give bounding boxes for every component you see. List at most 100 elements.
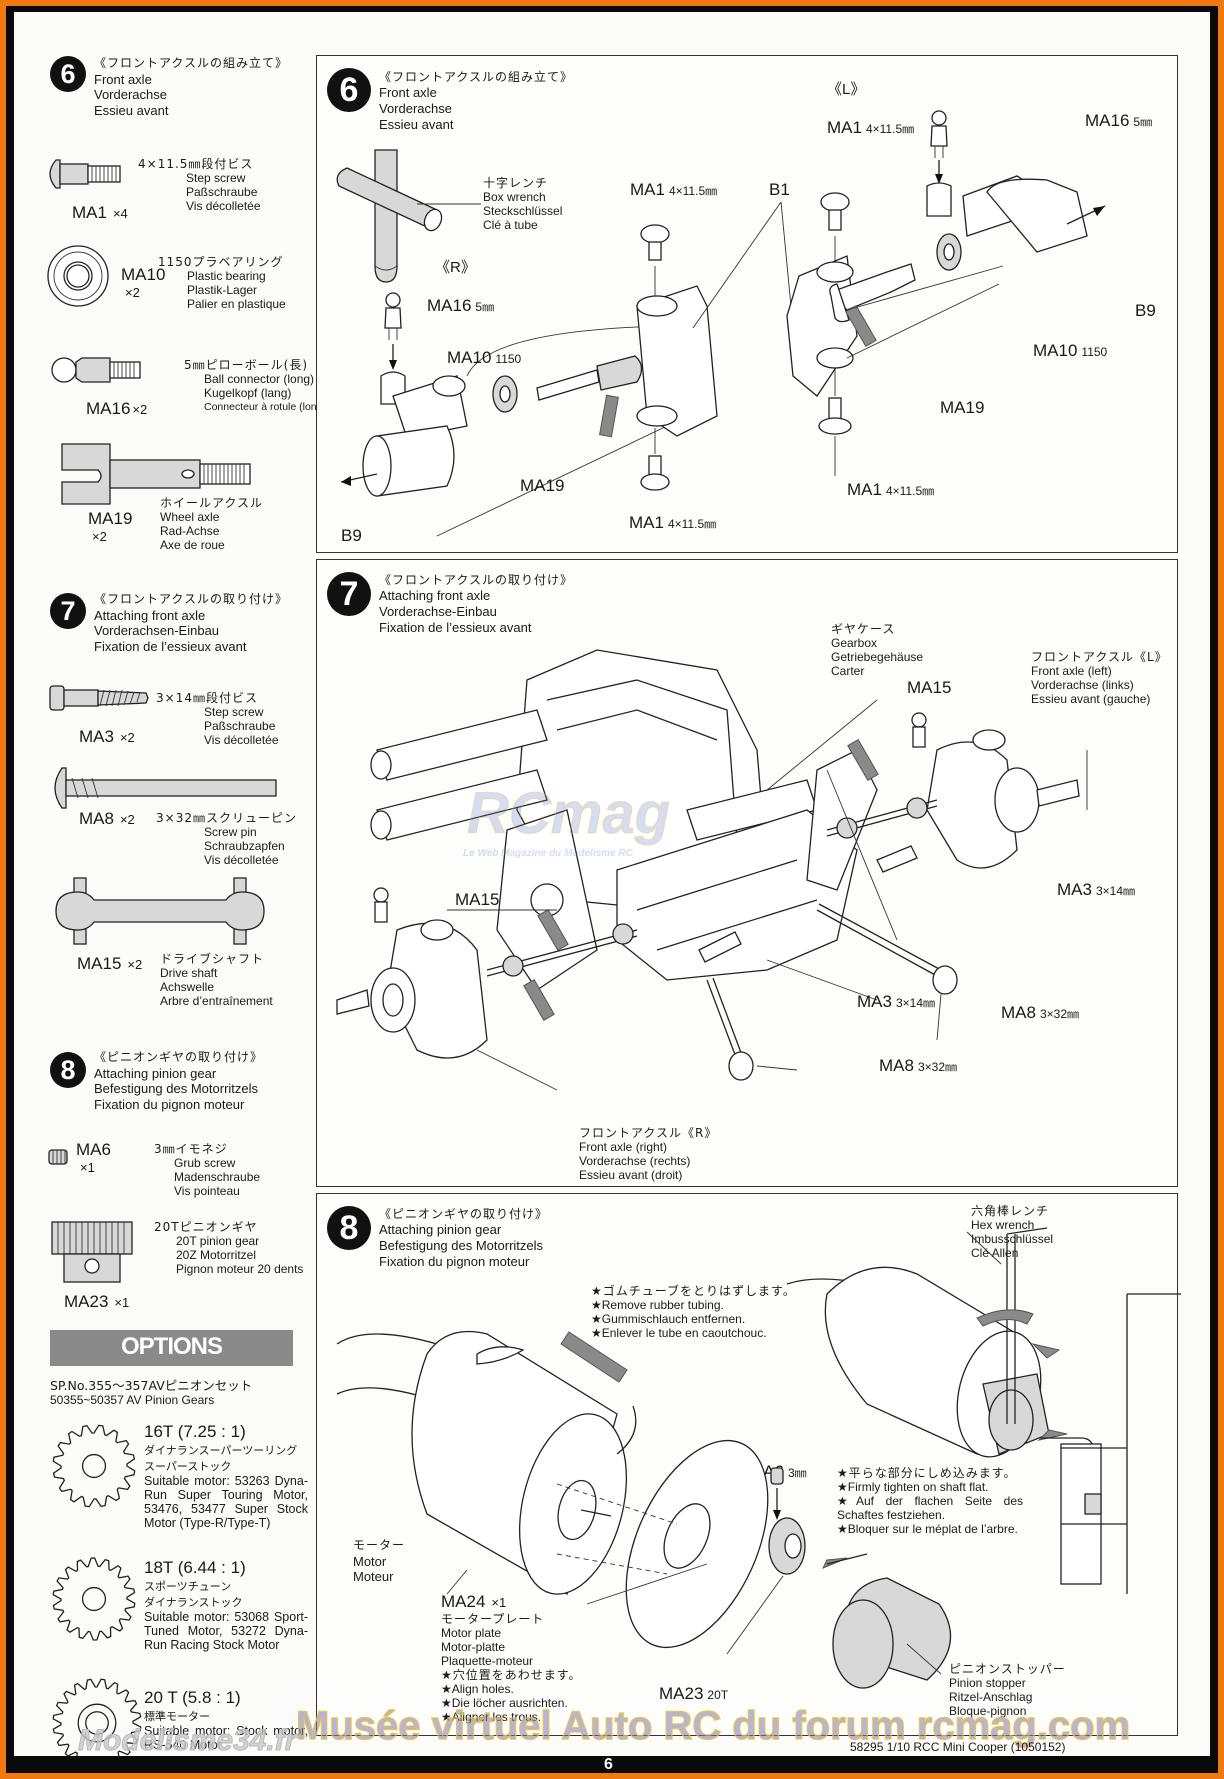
label-size: 4×11.5㎜ <box>885 484 935 498</box>
label-code: MA15 <box>907 678 952 697</box>
step8-sidebar-title: 《ピニオンギヤの取り付け》 Attaching pinion gear Befe… <box>94 1050 263 1112</box>
options-set-jp: SP.No.355～357AVピニオンセット <box>50 1378 253 1393</box>
motor-jp: モーター <box>353 1538 406 1552</box>
rcmag-watermark-logo: RCmag <box>466 781 671 847</box>
page-number: 6 <box>604 1756 613 1773</box>
hex-wrench-de: Imbusschlüssel <box>971 1232 1054 1246</box>
title-en: Attaching pinion gear <box>379 1222 502 1237</box>
part-name-fr: Vis décolletée <box>204 733 279 747</box>
option-gear-16t: 16T (7.25 : 1) ダイナランスーパーツーリング スーパーストック S… <box>144 1422 308 1530</box>
step8-title-fr: Fixation du pignon moteur <box>94 1096 245 1112</box>
gear-hub <box>81 1586 107 1612</box>
part-ma10-desc: 1150プラベアリング Plastic bearing Plastik-Lage… <box>158 255 286 311</box>
label-size: 3×32㎜ <box>1039 1007 1079 1021</box>
ball-connector-ma16-icon <box>51 357 141 383</box>
note-line: ★Enlever le tube en caoutchouc. <box>591 1326 767 1340</box>
part-name-en: 20T pinion gear <box>176 1234 260 1248</box>
label-size: 1150 <box>1081 345 1108 359</box>
step7-title-en: Attaching front axle <box>94 607 206 623</box>
label-size: 5㎜ <box>475 300 495 314</box>
tighten-note: ★平らな部分にしめ込みます。 ★Firmly tighten on shaft … <box>837 1466 1023 1536</box>
label-ma15-left: MA15 <box>907 678 951 698</box>
option-teeth: 16T (7.25 : 1) <box>144 1422 246 1441</box>
pinion-stopper-en: Pinion stopper <box>949 1676 1026 1690</box>
label-code: MA19 <box>520 476 565 495</box>
label-code: MA3 <box>1057 880 1092 899</box>
label-code: MA1 <box>847 480 882 499</box>
front-axle-left-label: フロントアクスル《L》 Front axle (left) Vorderachs… <box>1031 650 1168 706</box>
part-spec-jp: 4×11.5㎜段付ビス <box>138 157 254 171</box>
part-ma15-desc: ドライブシャフト Drive shaft Achswelle Arbre d’e… <box>160 952 273 1008</box>
title-en: Front axle <box>379 85 437 100</box>
part-code: MA16 <box>86 399 131 418</box>
part-name-fr: Palier en plastique <box>187 297 286 311</box>
label-code: MA10 <box>447 348 492 367</box>
label-code: MA1 <box>827 118 862 137</box>
option-jp1: 標準モーター <box>144 1710 210 1723</box>
option-desc: Suitable motor: 53263 Dyna-Run Super Tou… <box>144 1474 308 1530</box>
part-spec-jp: ドライブシャフト <box>160 952 265 966</box>
museum-watermark: Musée virtuel Auto RC du forum rcmag.com <box>295 1703 1131 1749</box>
gearbox-en: Gearbox <box>831 636 878 650</box>
pinion-stopper-de: Ritzel-Anschlag <box>949 1690 1033 1704</box>
label-code: MA8 <box>879 1056 914 1075</box>
gear-teeth-outline <box>52 1678 142 1756</box>
label-code: MA16 <box>427 296 472 315</box>
step7-title-de: Vorderachsen-Einbau <box>94 623 220 638</box>
step6-title-jp: 《フロントアクスルの組み立て》 <box>94 56 289 70</box>
label-size: 3×14㎜ <box>1095 884 1135 898</box>
part-spec-jp: 3×32㎜スクリューピン <box>156 811 297 825</box>
part-name-de: Rad-Achse <box>160 524 220 538</box>
label-ma19-r: MA19 <box>520 476 564 496</box>
options-heading: OPTIONS <box>50 1330 293 1366</box>
axle-right-jp: フロントアクスル《R》 <box>579 1126 718 1140</box>
title-jp: 《フロントアクスルの取り付け》 <box>379 573 574 587</box>
step6-panel-number-badge: 6 <box>327 68 371 112</box>
chassis-front-axle-diagram <box>336 649 1088 1091</box>
pinion-stopper-fr: Bloque-pignon <box>949 1704 1027 1718</box>
modelisme34-watermark: Modelisme34.fr <box>77 1724 297 1757</box>
label-ma15-right: MA15 <box>455 890 499 910</box>
part-qty: ×1 <box>491 1595 507 1610</box>
part-qty: ×2 <box>127 957 143 972</box>
label-code: B1 <box>769 180 790 199</box>
label-code: MA19 <box>940 398 985 417</box>
front-axle-left-diagram <box>786 110 1106 476</box>
title-fr: Fixation de l’essieux avant <box>379 620 532 635</box>
part-name-en: Grub screw <box>174 1156 236 1170</box>
part-name-en: Step screw <box>186 171 246 185</box>
part-qty: ×4 <box>112 206 128 221</box>
part-name-fr: Vis décolletée <box>204 853 279 867</box>
axle-right-fr: Essieu avant (droit) <box>579 1168 683 1182</box>
part-qty: ×2 <box>119 730 135 745</box>
gearbox-jp: ギヤケース <box>831 622 896 636</box>
pinion-stopper-jp: ピニオンストッパー <box>949 1662 1066 1676</box>
part-qty: ×2 <box>132 402 148 417</box>
part-name-de: Madenschraube <box>174 1170 261 1184</box>
part-ma16-desc: 5㎜ピローボール(長) Ball connector (long) Kugelk… <box>184 358 326 414</box>
label-size: 20T <box>707 1688 729 1702</box>
part-spec-jp: 3㎜イモネジ <box>154 1142 228 1156</box>
part-qty: ×2 <box>119 812 135 827</box>
label-code: MA10 <box>1033 341 1078 360</box>
step7-sidebar-title: 《フロントアクスルの取り付け》 Attaching front axle Vor… <box>94 592 288 654</box>
wheel-axle-ma19-icon <box>61 443 251 505</box>
part-qty: ×2 <box>92 529 107 544</box>
option-gear-20t: 20 T (5.8 : 1) 標準モーター Suitable motor: St… <box>144 1688 308 1752</box>
b1-leader-lines <box>692 201 796 349</box>
pinion-gear-ma23-icon <box>51 1221 133 1283</box>
part-name-de: Paßschraube <box>186 185 258 199</box>
part-ma8-desc: 3×32㎜スクリューピン Screw pin Schraubzapfen Vis… <box>156 811 297 867</box>
gear-bore <box>85 1711 109 1735</box>
label-size: 4×11.5㎜ <box>668 184 718 198</box>
front-axle-right-label: フロントアクスル《R》 Front axle (right) Vorderach… <box>579 1126 717 1182</box>
option-jp2: スーパーストック <box>144 1460 232 1473</box>
note-line: ★Align holes. <box>441 1682 514 1696</box>
title-jp: 《ピニオンギヤの取り付け》 <box>379 1207 549 1221</box>
note-line: ★Firmly tighten on shaft flat. <box>837 1480 989 1494</box>
part-code: MA8 <box>79 809 114 828</box>
